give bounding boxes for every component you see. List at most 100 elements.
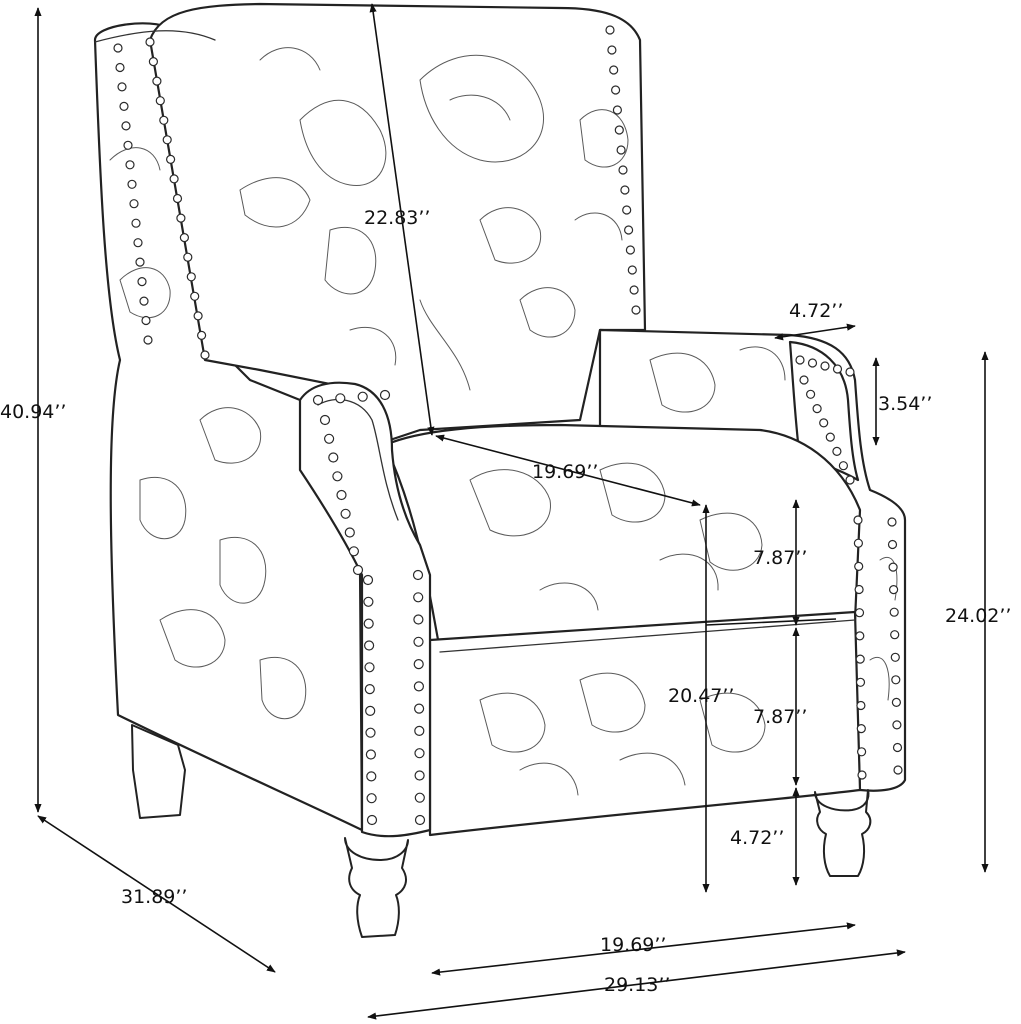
nailhead-stud (125, 160, 135, 170)
nailhead-stud (414, 725, 425, 737)
nailhead-stud (197, 330, 207, 340)
nailhead-stud (344, 527, 355, 538)
nailhead-stud (838, 461, 849, 471)
nailhead-stud (845, 367, 855, 377)
nailhead-stud (363, 596, 374, 607)
nailhead-stud (855, 654, 865, 664)
nailhead-stud (414, 748, 425, 759)
nailhead-stud (364, 662, 375, 673)
nailhead-stud (887, 539, 898, 550)
wing-top-edge (94, 30, 216, 43)
nailhead-stud (121, 121, 131, 131)
nailhead-stud (169, 174, 179, 184)
seat-width-label: 19.69’’ (600, 934, 666, 956)
nailhead-stud (807, 358, 818, 368)
nailhead-stud (856, 723, 866, 734)
nailhead-stud (629, 285, 639, 295)
nailhead-stud (799, 375, 809, 385)
seat-cushion-thickness-label: 7.87’’ (753, 547, 807, 569)
nailhead-stud (610, 85, 621, 95)
back-height-label: 22.83’’ (364, 207, 430, 229)
nailhead-stud (159, 115, 169, 125)
nailhead-stud (845, 475, 855, 485)
nailhead-stud (795, 355, 805, 365)
nailhead-stud (172, 193, 183, 204)
seat-depth-line (435, 434, 701, 507)
nailhead-stud (413, 681, 424, 692)
nailhead-stud (365, 705, 376, 717)
nailhead-stud (119, 101, 129, 112)
nailhead-stud (364, 683, 375, 695)
nailhead-stud (891, 697, 902, 708)
nailhead-stud (148, 56, 158, 67)
nailhead-stud (145, 37, 155, 47)
nailhead-stud (176, 213, 186, 223)
nailhead-stud (131, 218, 141, 228)
total-height-label: 40.94’’ (0, 401, 66, 423)
nailhead-stud (319, 414, 331, 426)
nailhead-stud (812, 404, 822, 414)
nailhead-stud (832, 446, 842, 456)
nailhead-stud (888, 584, 899, 595)
nailhead-stud (139, 296, 149, 306)
nailhead-stud (892, 720, 902, 730)
nailhead-stud (324, 433, 335, 444)
seat-depth-label: 19.69’’ (532, 461, 598, 483)
nailhead-stud (193, 311, 203, 321)
nailhead-stud (348, 546, 359, 557)
chair-legs (131, 724, 872, 938)
dimension-labels: 22.83’’ 40.94’’ 4.72’’ 3.54’’ 19.69’’ 7.… (0, 207, 1011, 996)
floral-pattern (109, 47, 898, 796)
seat-split-line (439, 619, 856, 653)
arm-height-label: 3.54’’ (878, 393, 932, 415)
seat-height-label: 20.47’’ (668, 685, 734, 707)
nailhead-stud (183, 252, 193, 262)
nailhead-stud (336, 489, 347, 501)
rear-left-leg (131, 724, 186, 819)
nailhead-stud (129, 199, 139, 209)
leg-height-label: 4.72’’ (730, 827, 784, 849)
nailhead-stud (888, 562, 898, 572)
nailhead-stud (413, 592, 424, 603)
nailhead-stud (854, 561, 864, 572)
nailhead-stud (123, 140, 133, 150)
nailhead-stud (115, 62, 125, 73)
base-height-label: 7.87’’ (753, 706, 807, 728)
nailhead-stud (362, 574, 374, 586)
nailhead-stud (143, 335, 153, 345)
arm-width-label: 4.72’’ (789, 300, 843, 322)
left-arm-scroll (298, 381, 432, 838)
nailhead-trim (113, 25, 903, 826)
nailhead-stud (618, 165, 628, 175)
nailhead-stud (609, 65, 619, 75)
nailhead-stud (890, 630, 900, 640)
nailhead-stud (890, 652, 900, 662)
nailhead-stud (623, 225, 634, 235)
nailhead-stud (179, 233, 189, 243)
nailhead-stud (614, 125, 624, 135)
nailhead-stud (893, 765, 903, 775)
nailhead-stud (127, 179, 137, 189)
nailhead-stud (186, 272, 196, 282)
nailhead-stud (352, 564, 364, 576)
nailhead-stud (414, 770, 425, 781)
nailhead-stud (631, 305, 641, 315)
total-depth-line (37, 815, 276, 973)
total-depth-label: 31.89’’ (121, 886, 187, 908)
nailhead-stud (892, 742, 903, 753)
nailhead-stud (340, 508, 351, 519)
nailhead-stud (891, 675, 901, 685)
nailhead-stud (413, 614, 424, 625)
total-width-label: 29.13’’ (604, 974, 670, 996)
nailhead-stud (366, 814, 378, 826)
nailhead-stud (365, 749, 376, 760)
arm-width-line (774, 323, 856, 341)
armchair-illustration (93, 2, 907, 938)
nailhead-stud (854, 608, 865, 618)
nailhead-stud (820, 361, 830, 371)
nailhead-stud (825, 432, 835, 442)
nailhead-stud (135, 257, 145, 267)
nailhead-stud (856, 747, 867, 757)
nailhead-stud (832, 364, 843, 374)
nailhead-stud (414, 792, 425, 803)
